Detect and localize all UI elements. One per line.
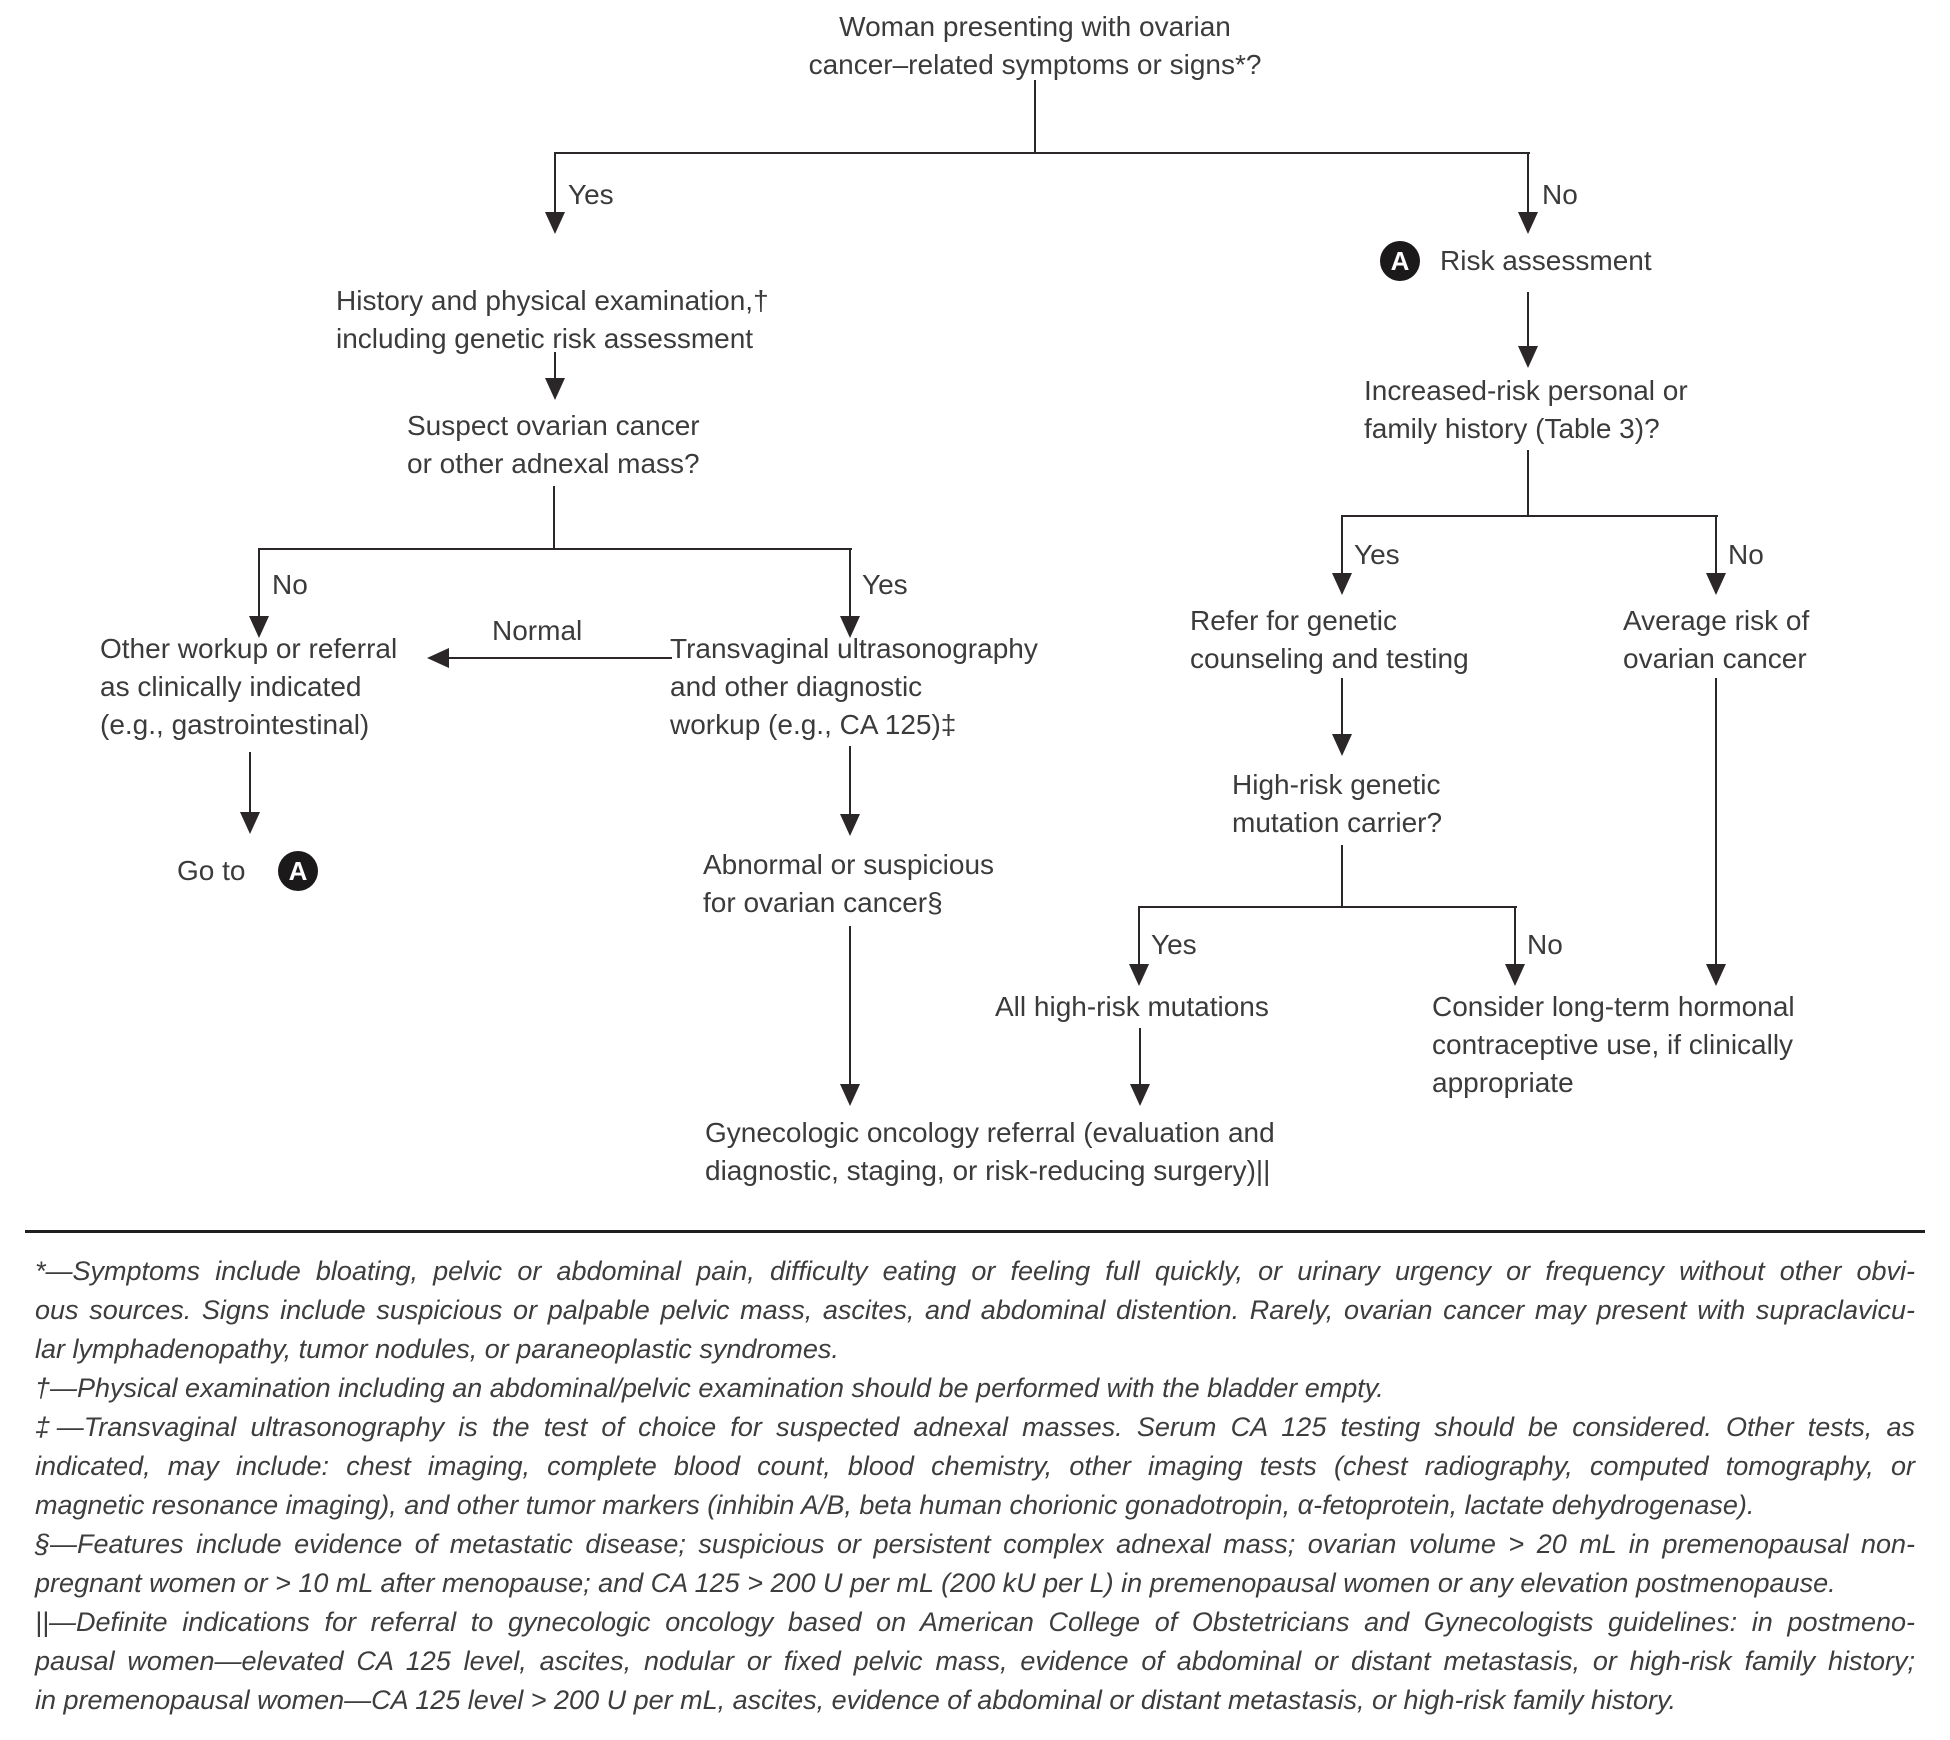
suspect-mass-node: Suspect ovarian cancer or other adnexal … (407, 410, 700, 479)
footnote-parallel-line: ||—Definite indications for referral to … (35, 1607, 1915, 1637)
connector-carrier-split (1138, 906, 1517, 908)
connector-increased-risk-stem (1527, 450, 1529, 515)
arrow-average-risk-to-consider-hormonal (1706, 678, 1726, 986)
arrow-abnormal-to-gyn-onc (840, 926, 860, 1106)
start-node: Woman presenting with ovarian cancer–rel… (808, 11, 1262, 80)
increased-risk-node: Increased-risk personal or family histor… (1364, 375, 1688, 444)
risk-assessment-node: Risk assessment (1440, 245, 1652, 276)
marker-a-badge: A (278, 851, 318, 891)
arrow-refer-to-carrier (1332, 678, 1352, 756)
arrow-other-workup-to-goto (240, 752, 260, 834)
edge-normal-label: Normal (492, 615, 583, 646)
footnote-section-line: §—Features include evidence of metastati… (35, 1529, 1915, 1559)
connector-increased-risk-split (1341, 515, 1718, 517)
arrow-no-to-average-risk (1706, 515, 1726, 595)
footnote-dagger-line: †—Physical examination including an abdo… (35, 1373, 1384, 1403)
footnote-asterisk-line: lar lymphadenopathy, tumor nodules, or p… (35, 1334, 839, 1364)
arrow-transvaginal-to-abnormal (840, 746, 860, 836)
arrow-risk-to-increased-risk (1518, 292, 1538, 368)
edge-no-label: No (1728, 539, 1764, 570)
connector-main-split (554, 152, 1530, 154)
arrow-no-to-risk-assessment (1518, 152, 1538, 234)
arrow-normal-to-other-workup (427, 648, 672, 668)
arrow-yes-to-history (545, 152, 565, 234)
arrow-yes-to-all-high-risk (1129, 906, 1149, 986)
all-high-risk-node: All high-risk mutations (995, 991, 1269, 1022)
edge-yes-label: Yes (568, 179, 614, 210)
footnote-separator (25, 1230, 1925, 1233)
arrow-yes-to-transvaginal (840, 548, 860, 638)
marker-a-badge: A (1380, 241, 1420, 281)
connector-carrier-stem (1341, 845, 1343, 906)
footnote-asterisk-line: ous sources. Signs include suspicious or… (35, 1295, 1915, 1325)
transvaginal-node: Transvaginal ultrasonography and other d… (670, 633, 1038, 740)
abnormal-node: Abnormal or suspicious for ovarian cance… (703, 849, 995, 918)
goto-a-label: Go to (177, 855, 246, 886)
arrow-yes-to-refer-genetic (1332, 515, 1352, 595)
footnote-section-line: pregnant women or > 10 mL after menopaus… (35, 1568, 1836, 1598)
consider-hormonal-node: Consider long-term hormonal contraceptiv… (1432, 991, 1795, 1098)
average-risk-node: Average risk of ovarian cancer (1623, 605, 1810, 674)
connector-suspect-split (258, 548, 852, 550)
footnote-parallel-line: pausal women—elevated CA 125 level, asci… (35, 1646, 1915, 1676)
edge-yes-label: Yes (1354, 539, 1400, 570)
high-risk-carrier-node: High-risk genetic mutation carrier? (1232, 769, 1443, 838)
gyn-onc-referral-node: Gynecologic oncology referral (evaluatio… (705, 1117, 1275, 1186)
edge-yes-label: Yes (1151, 929, 1197, 960)
footnote-double-dagger-line: indicated, may include: chest imaging, c… (35, 1451, 1915, 1481)
footnote-parallel-line: in premenopausal women—CA 125 level > 20… (35, 1685, 1677, 1715)
edge-no-label: No (272, 569, 308, 600)
connector-suspect-stem (553, 486, 555, 548)
edge-no-label: No (1527, 929, 1563, 960)
connector-start-stem (1034, 80, 1036, 152)
arrow-no-to-consider-hormonal (1505, 906, 1525, 986)
other-workup-node: Other workup or referral as clinically i… (100, 633, 398, 740)
arrow-all-high-risk-to-gyn-onc (1130, 1028, 1150, 1106)
arrow-no-to-other-workup (249, 548, 269, 638)
footnote-double-dagger-line: magnetic resonance imaging), and other t… (35, 1490, 1755, 1520)
refer-genetic-node: Refer for genetic counseling and testing (1190, 605, 1469, 674)
edge-no-label: No (1542, 179, 1578, 210)
footnote-asterisk-line: *—Symptoms include bloating, pelvic or a… (35, 1256, 1915, 1286)
arrow-history-to-suspect (545, 352, 565, 400)
history-exam-node: History and physical examination,† inclu… (336, 285, 769, 354)
footnotes: *—Symptoms include bloating, pelvic or a… (35, 1252, 1915, 1720)
edge-yes-label: Yes (862, 569, 908, 600)
footnote-double-dagger-line: ‡—Transvaginal ultrasonography is the te… (35, 1412, 1915, 1442)
